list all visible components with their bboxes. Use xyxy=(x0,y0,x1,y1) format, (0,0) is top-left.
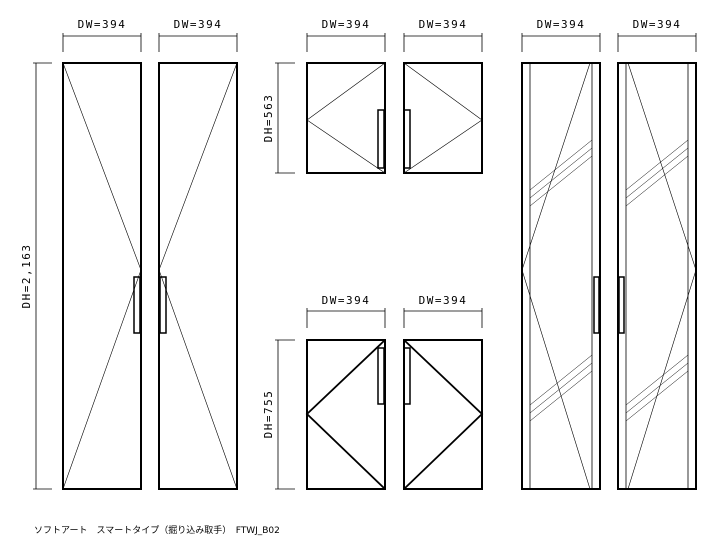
width-label-6: DW=394 xyxy=(633,18,682,31)
handle-recess xyxy=(159,276,167,334)
handle-recess xyxy=(403,347,411,405)
lower-door-right xyxy=(403,339,484,490)
tall-door-1 xyxy=(62,62,142,490)
width-label-5: DW=394 xyxy=(537,18,586,31)
width-label-2: DW=394 xyxy=(174,18,223,31)
width-label-8: DW=394 xyxy=(419,294,468,307)
panel-door-left xyxy=(521,62,601,490)
upper-door-left xyxy=(306,62,386,174)
handle-recess xyxy=(403,109,411,169)
handle-recess xyxy=(133,276,141,334)
handle-recess xyxy=(377,109,385,169)
handle-recess xyxy=(593,276,600,334)
height-label-tall: DH=2,163 xyxy=(20,244,33,309)
tall-door-2 xyxy=(158,62,238,490)
height-label-upper: DH=563 xyxy=(262,94,275,143)
width-label-3: DW=394 xyxy=(322,18,371,31)
upper-door-right xyxy=(403,62,483,174)
handle-recess xyxy=(618,276,625,334)
height-label-lower: DH=755 xyxy=(262,390,275,439)
panel-door-right xyxy=(617,62,697,490)
width-label-4: DW=394 xyxy=(419,18,468,31)
handle-recess xyxy=(377,347,385,405)
drawing-caption: ソフトアート スマートタイプ（掘り込み取手） FTWJ_B02 xyxy=(34,526,280,536)
width-label-7: DW=394 xyxy=(322,294,371,307)
width-label-1: DW=394 xyxy=(78,18,127,31)
lower-door-left xyxy=(305,339,386,490)
